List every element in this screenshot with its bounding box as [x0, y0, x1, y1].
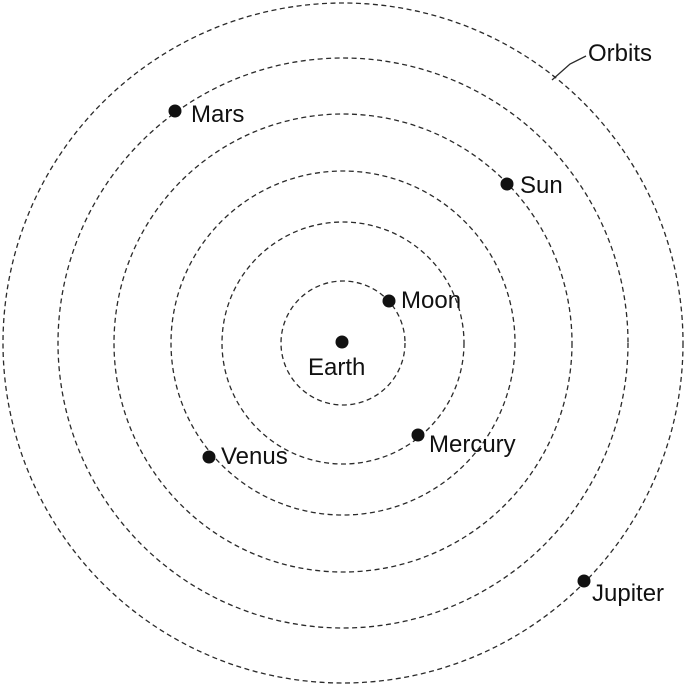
- jupiter-dot: [577, 574, 591, 588]
- moon-dot: [382, 294, 396, 308]
- orbits-callout: Orbits: [551, 40, 652, 81]
- orbit-ring-4: [113, 113, 573, 573]
- orbit-ring-6: [2, 2, 684, 684]
- moon-label: Moon: [401, 287, 461, 314]
- earth-label: Earth: [308, 354, 365, 381]
- earth-marker: Earth: [308, 335, 365, 381]
- mars-label: Mars: [191, 101, 244, 128]
- jupiter-marker: Jupiter: [577, 574, 664, 607]
- orbit-ring-1: [280, 280, 406, 406]
- mercury-dot: [411, 428, 425, 442]
- moon-marker: Moon: [382, 287, 461, 314]
- orbit-ring-3: [170, 170, 516, 516]
- sun-label: Sun: [520, 172, 563, 199]
- earth-dot: [335, 335, 349, 349]
- orbits-label: Orbits: [588, 40, 652, 67]
- venus-label: Venus: [221, 443, 288, 470]
- orbits-group: [2, 2, 684, 684]
- orbit-ring-2: [221, 221, 465, 465]
- sun-dot: [500, 177, 514, 191]
- jupiter-label: Jupiter: [592, 580, 664, 607]
- mars-marker: Mars: [168, 101, 244, 128]
- venus-marker: Venus: [202, 443, 288, 470]
- sun-marker: Sun: [500, 172, 563, 199]
- mercury-marker: Mercury: [411, 428, 516, 458]
- orbit-ring-5: [57, 57, 629, 629]
- mars-dot: [168, 104, 182, 118]
- venus-dot: [202, 450, 216, 464]
- mercury-label: Mercury: [429, 431, 516, 458]
- orbits-leader-line: [551, 55, 587, 81]
